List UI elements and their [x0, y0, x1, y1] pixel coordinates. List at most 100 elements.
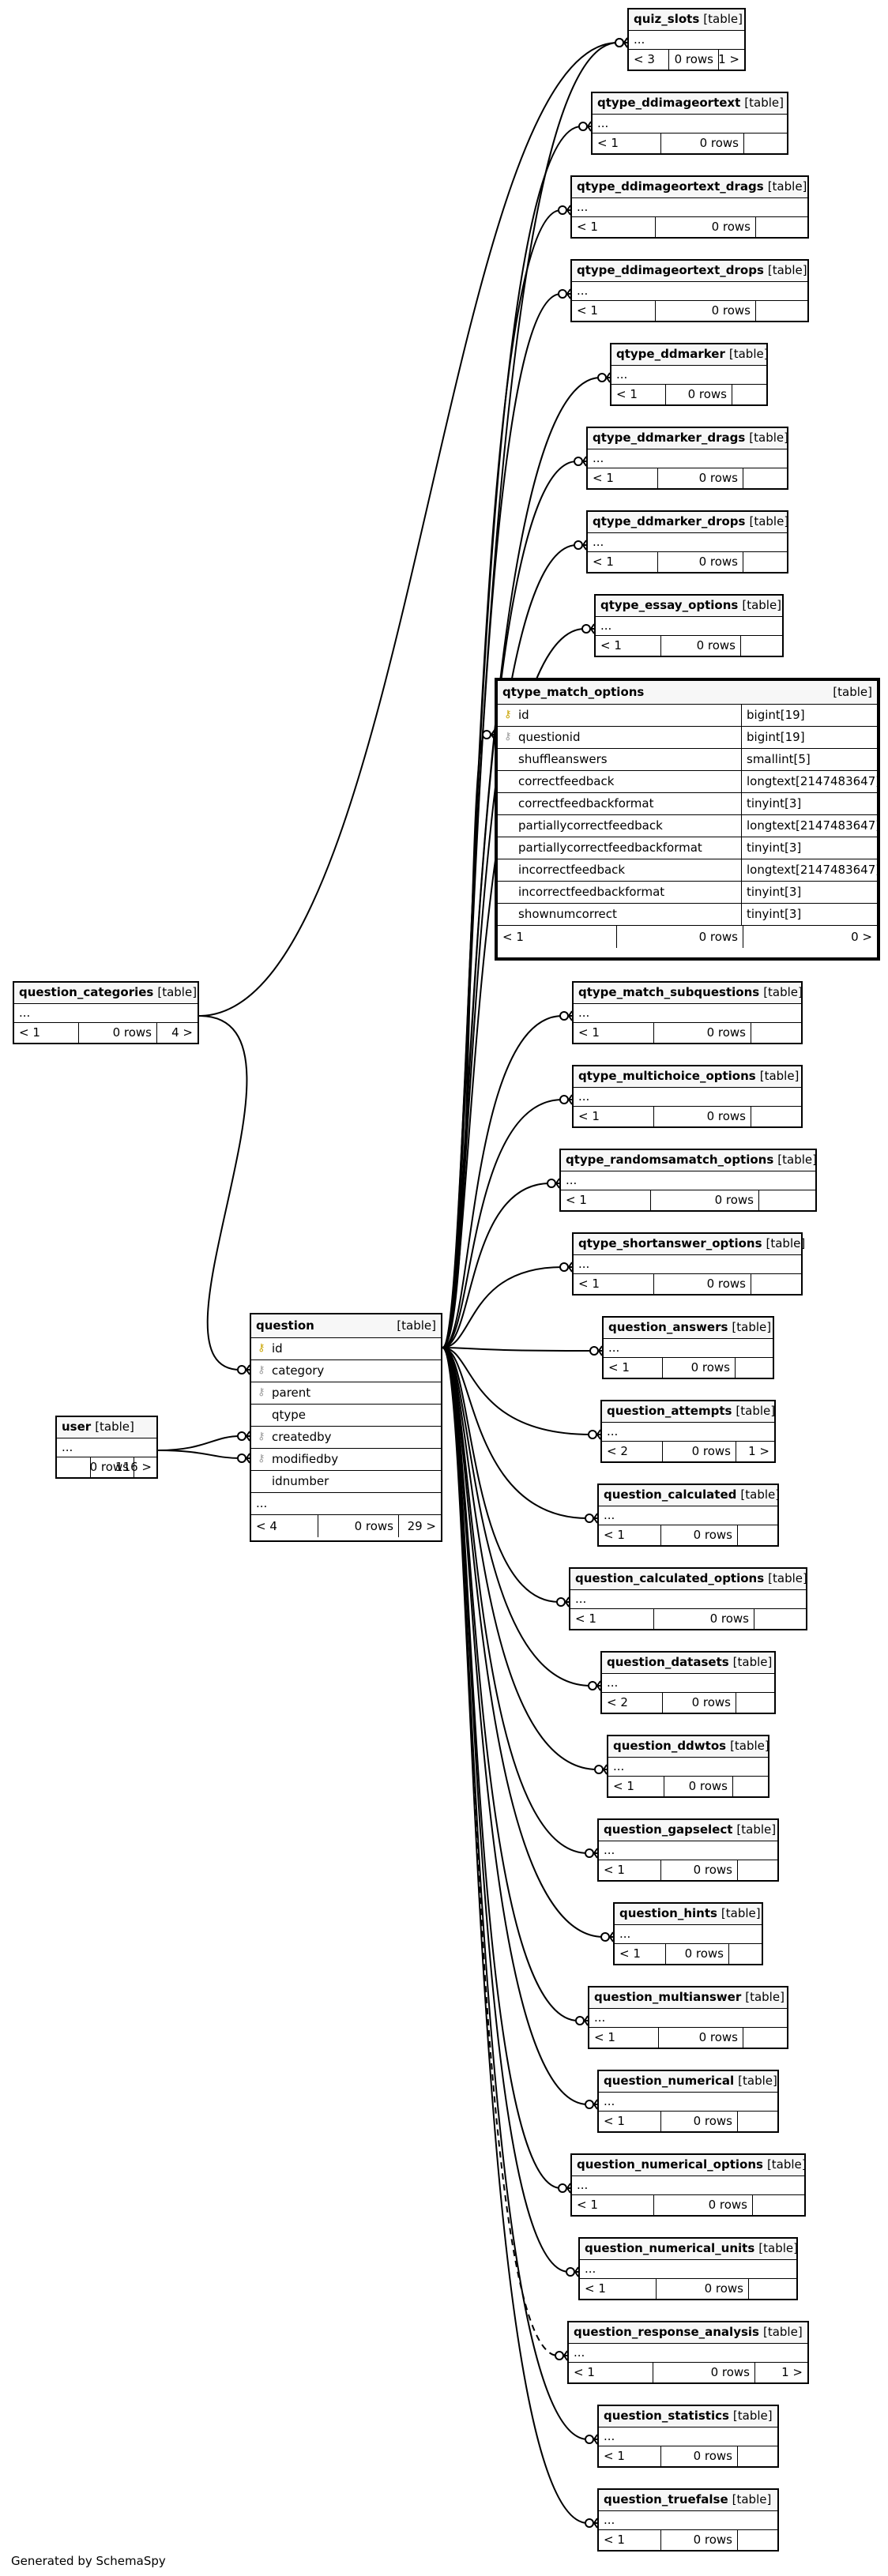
- table-name[interactable]: question_multianswer: [594, 1990, 742, 2005]
- table-name[interactable]: qtype_randomsamatch_options: [566, 1153, 774, 1168]
- rel-question-qtype_ddmarker-4-crowfoot: [606, 377, 611, 383]
- table-qtype_randomsamatch_options[interactable]: qtype_randomsamatch_options[table]...< 1…: [559, 1149, 817, 1212]
- table-name[interactable]: qtype_match_subquestions: [578, 985, 760, 1000]
- table-name[interactable]: user: [62, 1420, 92, 1435]
- table-name[interactable]: question_hints: [619, 1906, 717, 1921]
- table-name[interactable]: qtype_essay_options: [600, 598, 739, 613]
- table-name[interactable]: question_calculated: [604, 1487, 737, 1502]
- column-row[interactable]: ⚷createdby: [251, 1427, 441, 1449]
- rel-question-qtype_ddmarker_drops-6-optional-marker: [574, 540, 583, 550]
- column-row[interactable]: ⚷parent: [251, 1382, 441, 1405]
- table-name[interactable]: qtype_match_options: [502, 685, 645, 699]
- table-name[interactable]: question_calculated_options: [575, 1571, 765, 1586]
- table-name[interactable]: question_response_analysis: [574, 2325, 759, 2340]
- child-count: [737, 1860, 777, 1880]
- row-count: 0 rows: [665, 385, 732, 404]
- table-name[interactable]: quiz_slots: [634, 12, 700, 27]
- column-name-text: correctfeedback: [518, 774, 615, 788]
- table-name[interactable]: question_attempts: [607, 1404, 732, 1419]
- table-name[interactable]: question_datasets: [607, 1655, 729, 1670]
- table-header: question_hints[table]: [615, 1904, 762, 1925]
- table-header: qtype_match_options[table]: [498, 681, 877, 705]
- table-name[interactable]: question: [256, 1318, 314, 1333]
- rel-question-question_numerical-22-crowfoot: [593, 2104, 598, 2110]
- table-name[interactable]: qtype_ddimageortext_drops: [577, 263, 764, 278]
- table-name[interactable]: qtype_ddimageortext_drags: [577, 179, 764, 194]
- table-name[interactable]: question_gapselect: [604, 1822, 733, 1837]
- column-name-text: modifiedby: [272, 1452, 339, 1466]
- column-row[interactable]: ⚷category: [251, 1360, 441, 1382]
- table-name[interactable]: question_answers: [608, 1320, 728, 1335]
- table-name[interactable]: qtype_ddmarker: [616, 347, 725, 362]
- table-name[interactable]: qtype_ddmarker_drags: [593, 431, 746, 446]
- table-name[interactable]: question_numerical_options: [577, 2157, 763, 2172]
- column-row[interactable]: ⚷modifiedby: [251, 1449, 441, 1471]
- table-name[interactable]: question_statistics: [604, 2409, 729, 2424]
- column-row[interactable]: qtype: [251, 1405, 441, 1427]
- column-name-text: qtype: [272, 1408, 307, 1422]
- parent-count: < 2: [607, 1695, 628, 1710]
- table-question_calculated_options[interactable]: question_calculated_options[table]...< 1…: [569, 1567, 807, 1630]
- table-name[interactable]: question_numerical_units: [585, 2241, 755, 2256]
- table-name[interactable]: qtype_multichoice_options: [578, 1069, 756, 1084]
- child-count: [732, 385, 766, 404]
- table-name[interactable]: question_categories: [19, 985, 154, 1000]
- table-name[interactable]: question_ddwtos: [613, 1739, 727, 1754]
- table-name[interactable]: qtype_ddmarker_drops: [593, 514, 746, 529]
- column-row[interactable]: idnumber: [251, 1471, 441, 1493]
- rel-question-question_statistics-26-optional-marker: [585, 2435, 594, 2444]
- ellipsis-text: ...: [19, 1005, 31, 1020]
- table-title-group: question_calculated[table]: [604, 1489, 780, 1501]
- table-name[interactable]: qtype_shortanswer_options: [578, 1236, 762, 1251]
- column-row[interactable]: ⚷id: [251, 1338, 441, 1360]
- table-name[interactable]: qtype_ddimageortext: [597, 96, 741, 111]
- child-count: [737, 2112, 777, 2131]
- table-title-group: question_attempts[table]: [607, 1405, 775, 1417]
- table-type-tag: [table]: [768, 1571, 807, 1586]
- table-name[interactable]: question_numerical: [604, 2074, 735, 2089]
- table-type-tag: [table]: [157, 985, 198, 1000]
- table-name[interactable]: question_truefalse: [604, 2492, 728, 2507]
